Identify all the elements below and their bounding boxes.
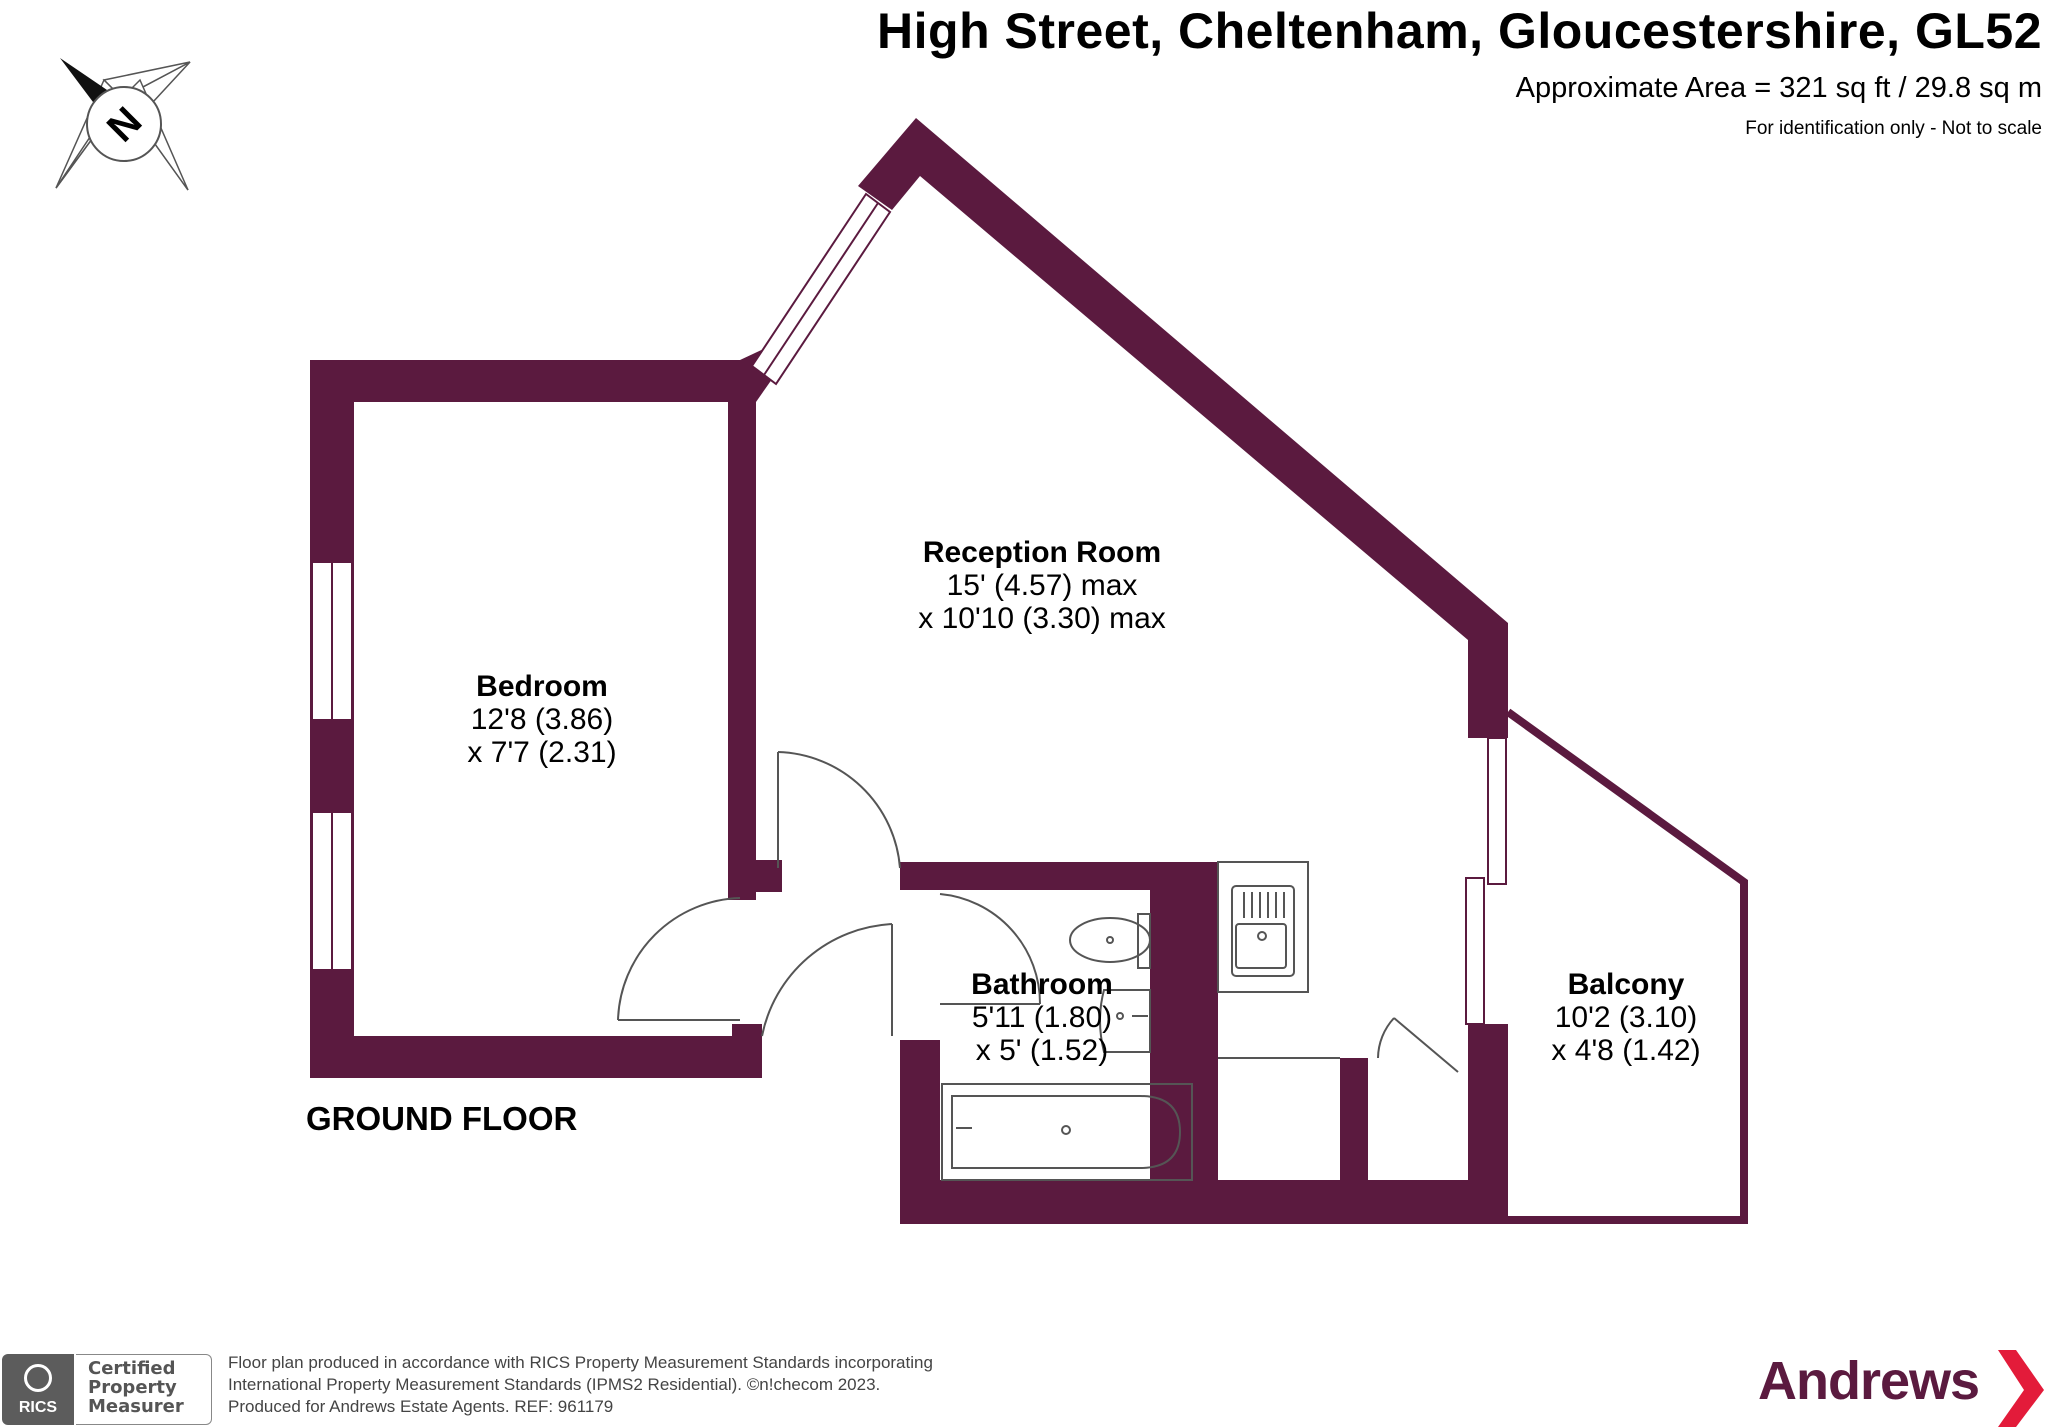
room-name: Balcony [1567,968,1685,1001]
toilet-icon [1069,913,1151,969]
room-dimension: x 7'7 (2.31) [467,736,617,769]
room-dimension: 15' (4.57) max [946,569,1138,602]
rics-cert-line: Certified [88,1358,176,1379]
property-address-title: High Street, Cheltenham, Gloucestershire… [877,3,2042,59]
room-label-balcony: Balcony 10'2 (3.10) x 4'8 (1.42) [1551,968,1700,1067]
room-dimension: 10'2 (3.10) [1554,1001,1698,1034]
andrews-chevron-icon [1998,1350,2044,1427]
room-label-bedroom: Bedroom 12'8 (3.86) x 7'7 (2.31) [467,670,616,769]
windows [311,192,1507,1025]
floor-label: GROUND FLOOR [306,1100,578,1137]
room-dimension: x 5' (1.52) [975,1034,1109,1067]
rics-cert-line: Property [88,1377,177,1398]
room-dimension: 12'8 (3.86) [470,703,614,736]
compass-rose-icon: N [55,58,191,191]
room-label-reception: Reception Room 15' (4.57) max x 10'10 (3… [918,536,1166,635]
rics-certified-badge: RICS Certified Property Measurer [2,1354,213,1425]
room-name: Bedroom [476,670,608,703]
footer-line: Floor plan produced in accordance with R… [228,1353,933,1372]
doors [617,751,1459,1073]
room-dimension: x 4'8 (1.42) [1551,1034,1701,1067]
kitchen-hob-icon [1243,892,1285,918]
footer-notes: Floor plan produced in accordance with R… [228,1352,933,1418]
approximate-area: Approximate Area = 321 sq ft / 29.8 sq m [1515,72,2042,104]
room-dimension: 5'11 (1.80) [971,1001,1113,1034]
andrews-logo: Andrews [1758,1350,2048,1427]
fixtures [941,861,1340,1181]
andrews-wordmark: Andrews [1758,1351,1980,1411]
rics-logo: RICS [2,1354,74,1425]
room-name: Bathroom [971,968,1113,1001]
room-dimension: x 10'10 (3.30) max [918,602,1166,635]
balcony-outline [1505,708,1748,1224]
rics-logo-text: RICS [18,1399,58,1416]
room-label-bathroom: Bathroom 5'11 (1.80) x 5' (1.52) [971,968,1113,1067]
footer-line: Produced for Andrews Estate Agents. REF:… [228,1397,614,1416]
rics-lion-icon [24,1364,52,1392]
footer-line: International Property Measurement Stand… [228,1375,881,1394]
room-name: Reception Room [922,536,1162,569]
disclaimer: For identification only - Not to scale [1745,118,2042,139]
basin-icon [1099,989,1151,1053]
rics-cert-line: Measurer [88,1396,184,1417]
rics-cert-text: Certified Property Measurer [76,1354,212,1425]
bathtub-icon [941,1083,1193,1181]
